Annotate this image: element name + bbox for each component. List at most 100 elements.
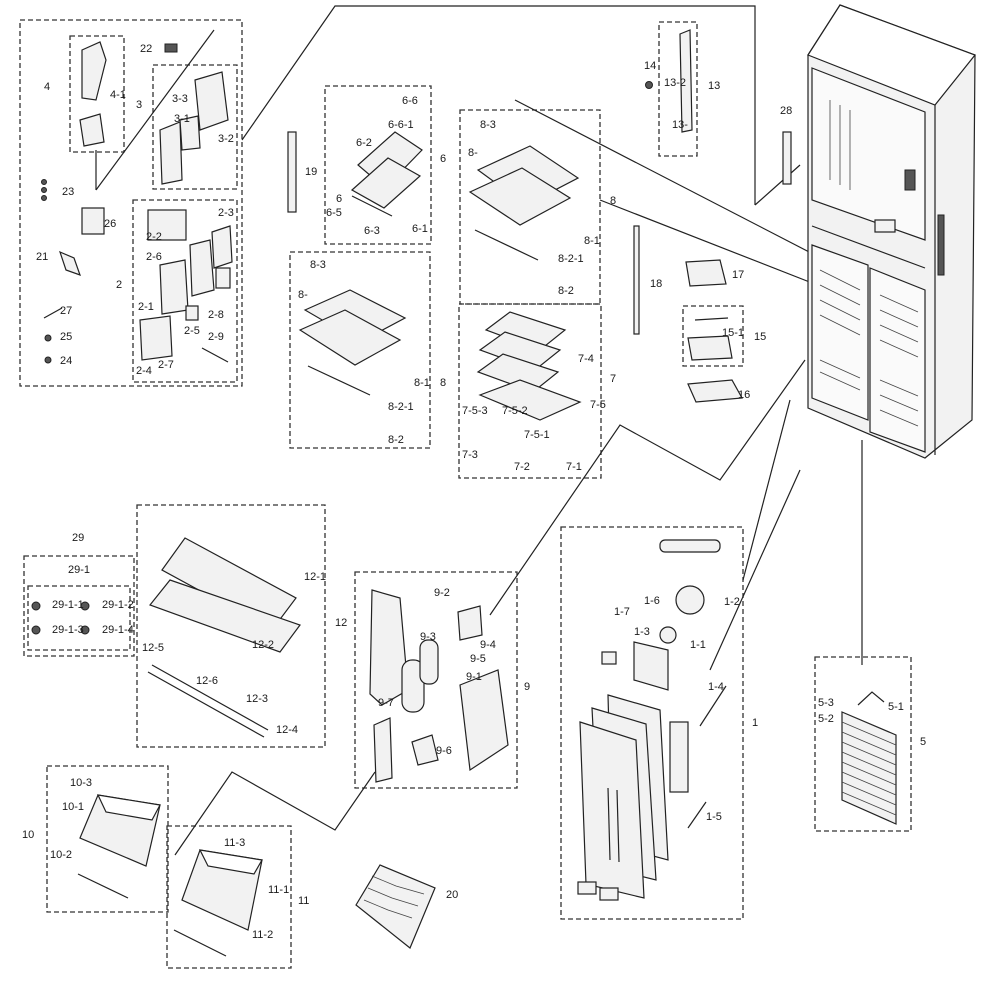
part-label-2-3-11: 2-3: [218, 207, 234, 219]
part-label-6-2-30: 6-2: [356, 137, 372, 149]
part-label-11-3-72: 11-3: [224, 837, 245, 849]
part-label-24-94: 24: [60, 355, 72, 367]
part-label-10-1-66: 10-1: [62, 801, 84, 813]
part-label-8--56: 8-: [298, 289, 308, 301]
part-label-3-2-20: 3-2: [218, 133, 234, 145]
part-label-7-5-1-42: 7-5-1: [524, 429, 550, 441]
part-label-9-5-62: 9-5: [470, 653, 486, 665]
part-label-2-8: 2: [116, 279, 122, 291]
part-label-1-5-5: 1-5: [706, 811, 722, 823]
part-label-11-1-70: 11-1: [268, 884, 289, 896]
part-label-5-1-25: 5-1: [888, 701, 904, 713]
part-label-2-2-10: 2-2: [146, 231, 162, 243]
part-label-28-98: 28: [780, 105, 792, 117]
part-label-8-2-1-48: 8-2-1: [558, 253, 584, 265]
group-box-ice-maker: [19, 19, 243, 387]
part-label-7-4-40: 7-4: [578, 353, 594, 365]
group-box-7: [458, 303, 602, 479]
part-label-8-2-47: 8-2: [558, 285, 574, 297]
group-box-9: [354, 571, 518, 789]
part-label-8-3-49: 8-3: [480, 119, 496, 131]
part-label-29-1-4-104: 29-1-4: [102, 624, 134, 636]
part-label-9-4-61: 9-4: [480, 639, 496, 651]
part-label-26-96: 26: [104, 218, 116, 230]
part-label-8-1-52: 8-1: [414, 377, 430, 389]
part-label-12-4-77: 12-4: [276, 724, 298, 736]
part-label-17-87: 17: [732, 269, 744, 281]
part-label-6-6-1-34: 6-6-1: [388, 119, 414, 131]
part-label-1-3-3: 1-3: [634, 626, 650, 638]
connection-lines: [95, 5, 863, 856]
part-label-5-3-27: 5-3: [818, 697, 834, 709]
part-label-20-90: 20: [446, 889, 458, 901]
group-box-12: [136, 504, 326, 748]
part-label-1-4-4: 1-4: [708, 681, 724, 693]
part-label-9-1-58: 9-1: [466, 671, 482, 683]
part-label-12-73: 12: [335, 617, 347, 629]
part-label-6-28: 6: [440, 153, 446, 165]
part-label-12-1-74: 12-1: [304, 571, 326, 583]
group-box-3: [152, 64, 238, 190]
group-box-13: [658, 21, 698, 157]
part-label-6-5-32: 6-5: [326, 207, 342, 219]
part-label-27-97: 27: [60, 305, 72, 317]
part-label-12-5-78: 12-5: [142, 642, 164, 654]
part-label-11-69: 11: [298, 895, 309, 907]
part-label-23-93: 23: [62, 186, 74, 198]
part-label-7-5-3-44: 7-5-3: [462, 405, 488, 417]
crisper-drawer-10: [77, 794, 161, 899]
part-label-10-2-67: 10-2: [50, 849, 72, 861]
part-label-3-18: 3: [136, 99, 142, 111]
part-label-29-1-1-101: 29-1-1: [52, 599, 84, 611]
shelf-assemblies: [298, 131, 582, 421]
part-label-15-1-85: 15-1: [722, 327, 744, 339]
part-label-13--81: 13-: [672, 119, 688, 131]
part-label-9-2-59: 9-2: [434, 587, 450, 599]
part-label-12-6-79: 12-6: [196, 675, 218, 687]
part-label-7-2-38: 7-2: [514, 461, 530, 473]
part-label-8-45: 8: [610, 195, 616, 207]
refrigerator-cabinet: [807, 4, 976, 459]
group-box-6: [324, 85, 432, 245]
part-label-7-36: 7: [610, 373, 616, 385]
part-label-8-2-53: 8-2: [388, 434, 404, 446]
part-label-7-1-37: 7-1: [566, 461, 582, 473]
part-label-1-1-1: 1-1: [690, 639, 706, 651]
part-label-8-3-55: 8-3: [310, 259, 326, 271]
part-label-6-6-33: 6-6: [402, 95, 418, 107]
part-label-16-86: 16: [738, 389, 750, 401]
part-label-1-7-7: 1-7: [614, 606, 630, 618]
part-label-29-1-2-102: 29-1-2: [102, 599, 134, 611]
part-label-29-1-3-103: 29-1-3: [52, 624, 84, 636]
evaporator-assembly: [841, 691, 897, 825]
part-label-10-65: 10: [22, 829, 34, 841]
part-label-3-1-19: 3-1: [174, 113, 190, 125]
misc-parts: [287, 29, 792, 403]
part-label-4-1-23: 4-1: [110, 89, 126, 101]
part-label-6-1-29: 6-1: [412, 223, 428, 235]
part-label-8-1-46: 8-1: [584, 235, 600, 247]
caps-29: [31, 601, 90, 635]
group-box-29-1: [27, 585, 131, 651]
part-label-2-8-16: 2-8: [208, 309, 224, 321]
dispenser-assembly: [369, 589, 509, 783]
door-assembly: [577, 539, 727, 901]
part-label-13-80: 13: [708, 80, 720, 92]
part-label-8-51: 8: [440, 377, 446, 389]
part-label-9-6-63: 9-6: [436, 745, 452, 757]
group-box-11: [166, 825, 292, 969]
crisper-drawer-11: [173, 849, 263, 957]
group-box-4: [69, 35, 125, 153]
part-label-1-6-6: 1-6: [644, 595, 660, 607]
part-label-2-9-17: 2-9: [208, 331, 224, 343]
part-label-10-3-68: 10-3: [70, 777, 92, 789]
part-label-29-1-100: 29-1: [68, 564, 90, 576]
part-label-5-24: 5: [920, 736, 926, 748]
part-label-2-6-14: 2-6: [146, 251, 162, 263]
part-label-3-3-21: 3-3: [172, 93, 188, 105]
part-label-12-3-76: 12-3: [246, 693, 268, 705]
group-box-2: [132, 199, 238, 383]
freezer-drawer-assembly: [147, 537, 301, 738]
part-label-7-5-41: 7-5: [590, 399, 606, 411]
part-label-12-2-75: 12-2: [252, 639, 274, 651]
